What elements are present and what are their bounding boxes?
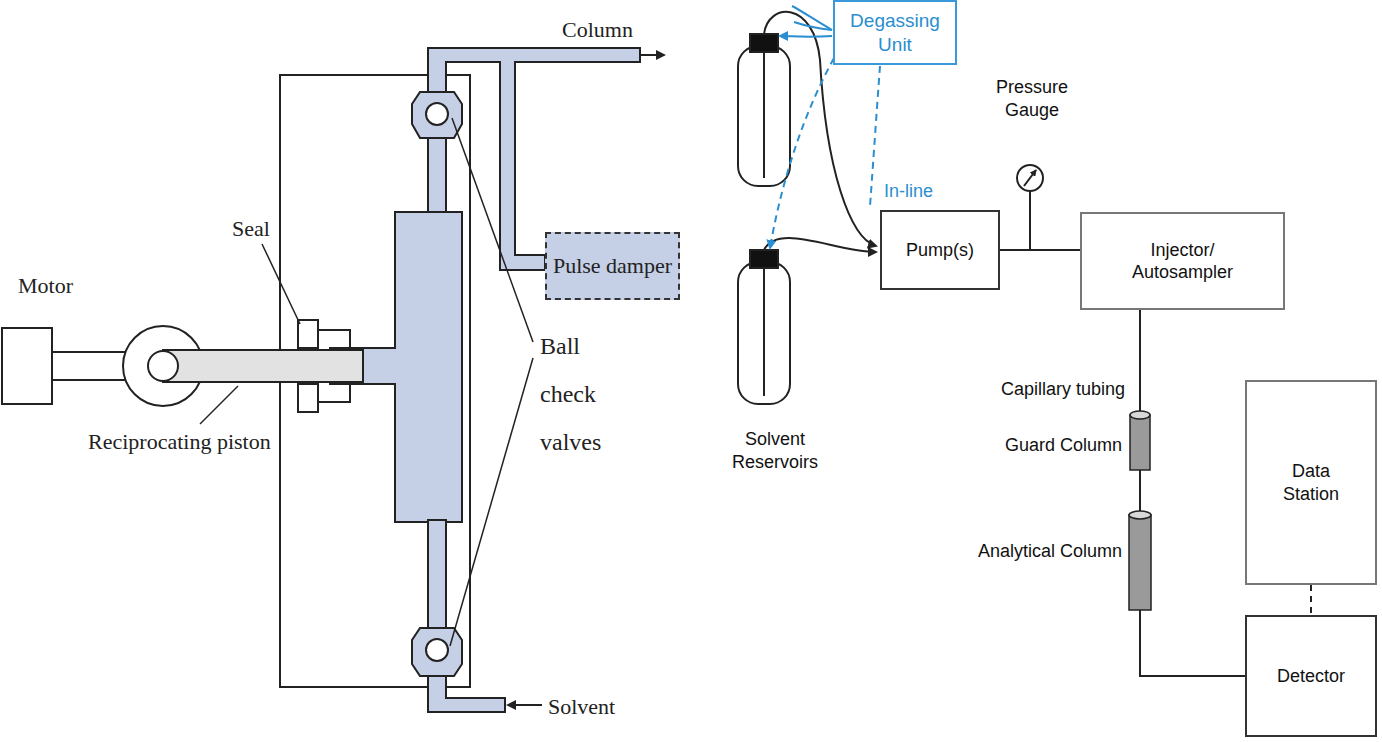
part-label: Pressure Gauge (982, 76, 1082, 121)
part-label: Reciprocating piston (88, 428, 271, 456)
pump-box: Pump(s) (880, 210, 1000, 290)
node-text: Degassing Unit (850, 9, 940, 57)
motor (2, 326, 203, 406)
part-label: Capillary tubing (960, 378, 1125, 401)
injector-box: Injector/ Autosampler (1080, 212, 1285, 310)
part-label: Ball check valves (540, 322, 622, 466)
leader-line (200, 118, 533, 646)
node-text: Pump(s) (906, 239, 974, 262)
node-text: Data Station (1283, 460, 1339, 505)
solvent-bottle (738, 34, 790, 404)
part-label: Seal (232, 215, 270, 243)
column-arrow (640, 54, 664, 56)
part-label: Column (562, 16, 633, 44)
part-label: Guard Column (960, 434, 1122, 457)
column (1129, 411, 1151, 610)
node-text: Injector/ Autosampler (1132, 239, 1233, 284)
part-label: Analytical Column (900, 540, 1122, 563)
reciprocating-piston (148, 350, 363, 382)
pulse-damper-box: Pulse damper (545, 232, 680, 300)
part-label: Motor (18, 272, 73, 300)
degassing-unit-box: Degassing Unit (833, 0, 957, 65)
part-label: Solvent Reservoirs (712, 428, 838, 473)
pressure-gauge (1017, 165, 1043, 250)
solvent-arrow (508, 704, 542, 706)
ball-check-valve (426, 103, 448, 661)
connector (1140, 310, 1245, 676)
node-text: Pulse damper (553, 252, 672, 280)
connector (1000, 249, 1080, 251)
part-label: Solvent (548, 693, 615, 721)
part-label: In-line (884, 180, 933, 203)
fluid-path (330, 48, 640, 712)
detector-box: Detector (1245, 615, 1377, 737)
data-station-box: Data Station (1245, 380, 1377, 585)
node-text: Detector (1277, 665, 1345, 688)
connector (1310, 585, 1312, 615)
